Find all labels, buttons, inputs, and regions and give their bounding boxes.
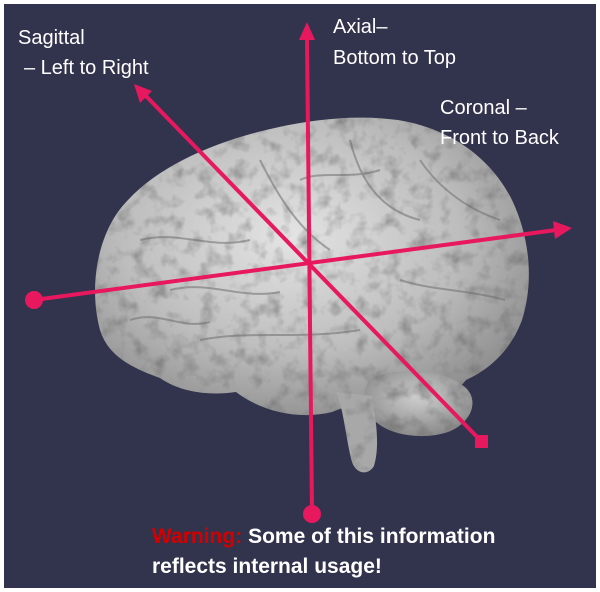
sagittal-origin-square xyxy=(475,435,488,448)
warning-note: Warning: Some of this information reflec… xyxy=(152,522,592,582)
coronal-axis xyxy=(33,228,557,302)
brain-cerebellum xyxy=(364,371,473,437)
sagittal-label-line1: Sagittal xyxy=(18,27,85,49)
axial-axis xyxy=(305,37,314,514)
coronal-arrowhead xyxy=(553,221,572,239)
sagittal-axis xyxy=(143,93,484,444)
sagittal-label-line2: – Left to Right xyxy=(24,57,149,79)
warning-text-line1: Some of this information xyxy=(248,525,496,548)
coronal-label-line2: Front to Back xyxy=(440,127,559,149)
warning-line1: Warning: Some of this information xyxy=(152,522,592,552)
brain-sulci xyxy=(129,139,506,341)
sagittal-arrowhead xyxy=(134,84,152,103)
warning-label: Warning: xyxy=(152,525,243,548)
axial-arrowhead xyxy=(299,22,315,40)
coronal-label-line1: Coronal – xyxy=(440,97,527,119)
axial-label-line1: Axial– xyxy=(333,16,388,38)
axes xyxy=(25,22,572,523)
brain-stem xyxy=(336,392,378,473)
axial-origin-dot xyxy=(303,505,321,523)
warning-text-line2: reflects internal usage! xyxy=(152,555,382,578)
axial-label-line2: Bottom to Top xyxy=(333,47,457,69)
coronal-origin-dot xyxy=(25,291,43,309)
